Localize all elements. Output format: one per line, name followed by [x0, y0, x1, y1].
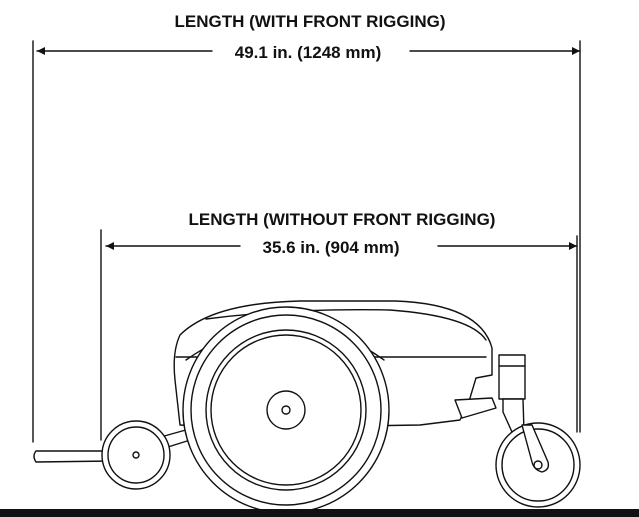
rear-caster [495, 354, 581, 508]
overall-length-dimension: LENGTH (WITH FRONT RIGGING) 49.1 in. (12… [32, 12, 581, 443]
drive-wheel [182, 306, 390, 514]
base-length-dimension: LENGTH (WITHOUT FRONT RIGGING) 35.6 in. … [100, 210, 578, 441]
wheelchair-drawing [33, 300, 581, 514]
rear-frame [454, 397, 497, 419]
ground-line [0, 509, 639, 517]
overall-length-value: 49.1 in. (1248 mm) [235, 43, 381, 62]
front-wheel [101, 420, 171, 490]
overall-length-title: LENGTH (WITH FRONT RIGGING) [174, 12, 445, 31]
front-rigging [33, 450, 113, 463]
base-length-title: LENGTH (WITHOUT FRONT RIGGING) [189, 210, 496, 229]
base-length-value: 35.6 in. (904 mm) [262, 238, 399, 257]
